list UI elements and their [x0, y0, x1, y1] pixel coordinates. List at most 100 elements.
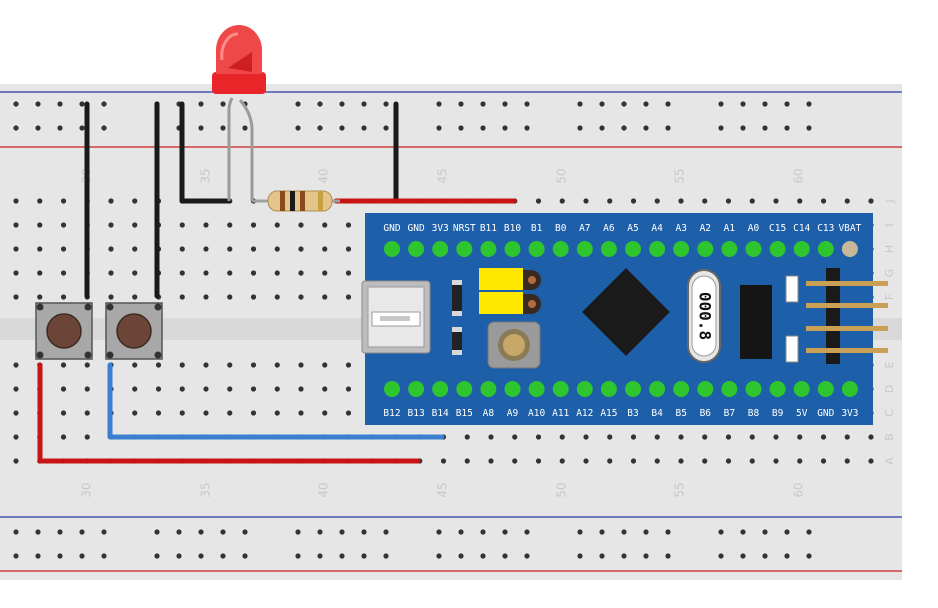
- breadboard-hole: [250, 386, 257, 392]
- rail-hole: [577, 529, 583, 535]
- breadboard-hole: [345, 362, 352, 368]
- breadboard-hole: [132, 270, 138, 276]
- column-number: 30: [80, 482, 94, 497]
- breadboard-hole: [132, 410, 138, 416]
- breadboard-hole: [132, 222, 138, 228]
- column-number: 50: [555, 168, 569, 183]
- breadboard-hole: [13, 246, 19, 252]
- rail-hole: [154, 553, 160, 559]
- pin-label: B12: [383, 408, 400, 419]
- breadboard-hole: [60, 198, 67, 204]
- rail-hole: [339, 125, 345, 131]
- reset-button: [487, 321, 541, 369]
- rail-hole: [198, 553, 204, 559]
- pin-label: B7: [724, 408, 735, 419]
- breadboard-hole: [179, 294, 185, 300]
- pin-label: B9: [772, 408, 784, 419]
- rail-hole: [176, 529, 182, 535]
- breadboard-hole: [654, 198, 660, 204]
- header-pin: [600, 241, 617, 257]
- breadboard-hole: [820, 458, 827, 464]
- rail-hole: [524, 125, 530, 131]
- rail-hole: [480, 125, 486, 131]
- breadboard-hole: [298, 362, 304, 368]
- rail-hole: [436, 553, 442, 559]
- pin-label: NRST: [453, 223, 476, 234]
- rail-hole: [762, 101, 768, 107]
- rail-hole: [383, 553, 389, 559]
- rail-hole: [57, 101, 63, 107]
- header-pin: [408, 241, 425, 257]
- breadboard-hole: [274, 222, 280, 228]
- header-pin: [528, 241, 545, 257]
- resistor: [252, 190, 340, 212]
- breadboard-hole: [84, 362, 90, 368]
- breadboard-hole: [132, 246, 138, 252]
- breadboard-hole: [749, 458, 755, 464]
- rail-hole: [643, 125, 649, 131]
- rail-hole: [101, 125, 107, 131]
- pushbutton-2: [105, 302, 163, 360]
- breadboard-hole: [60, 410, 67, 416]
- pin-label: A8: [483, 408, 495, 419]
- breadboard-hole: [488, 434, 494, 440]
- rail-hole: [502, 101, 508, 107]
- breadboard-hole: [203, 222, 209, 228]
- rail-hole: [57, 125, 63, 131]
- pin-label: A4: [651, 223, 663, 234]
- rail-hole: [35, 553, 41, 559]
- breadboard-hole: [132, 362, 138, 368]
- pin-label: A11: [552, 408, 569, 419]
- pin-label: B1: [531, 223, 543, 234]
- rail-hole: [665, 553, 671, 559]
- breadboard-hole: [298, 410, 304, 416]
- breadboard-hole: [797, 434, 803, 440]
- pin-label: A15: [600, 408, 617, 419]
- breadboard-hole: [298, 246, 304, 252]
- pin-label: GND: [383, 223, 400, 234]
- breadboard-hole: [345, 294, 352, 300]
- breadboard-hole: [749, 198, 755, 204]
- rail-hole: [35, 125, 41, 131]
- rail-hole: [762, 529, 768, 535]
- rail-hole: [740, 101, 746, 107]
- rail-hole: [198, 101, 204, 107]
- breadboard-hole: [132, 198, 138, 204]
- breadboard-hole: [274, 246, 280, 252]
- breadboard-hole: [60, 222, 67, 228]
- row-letter: A: [883, 457, 896, 465]
- header-pin: [528, 381, 545, 397]
- breadboard-hole: [227, 410, 233, 416]
- rail-hole: [806, 125, 812, 131]
- breadboard-hole: [155, 362, 162, 368]
- rail-hole: [621, 101, 627, 107]
- breadboard-hole: [298, 222, 304, 228]
- column-number: 45: [436, 482, 450, 497]
- rail-hole: [621, 553, 627, 559]
- pushbutton-1: [35, 302, 93, 360]
- breadboard-hole: [702, 434, 708, 440]
- breadboard-hole: [844, 434, 850, 440]
- blue-wire-button2-b15: [107, 362, 445, 440]
- breadboard-hole: [535, 434, 542, 440]
- rail-hole: [35, 529, 41, 535]
- breadboard-hole: [203, 270, 209, 276]
- breadboard-hole: [227, 246, 233, 252]
- breadboard-hole: [250, 246, 257, 252]
- pin-label: A10: [528, 408, 545, 419]
- breadboard-hole: [203, 362, 209, 368]
- header-pin: [456, 381, 473, 397]
- breadboard-hole: [725, 198, 732, 204]
- breadboard-hole: [203, 294, 209, 300]
- header-pin: [600, 381, 617, 397]
- pin-label: A5: [627, 223, 638, 234]
- rail-hole: [436, 125, 442, 131]
- rail-hole: [524, 553, 530, 559]
- pin-label: B5: [675, 408, 686, 419]
- rail-hole: [101, 553, 107, 559]
- breadboard-hole: [607, 458, 613, 464]
- rail-hole: [524, 101, 530, 107]
- breadboard-hole: [535, 198, 542, 204]
- breadboard-hole: [84, 434, 90, 440]
- breadboard-hole: [559, 458, 565, 464]
